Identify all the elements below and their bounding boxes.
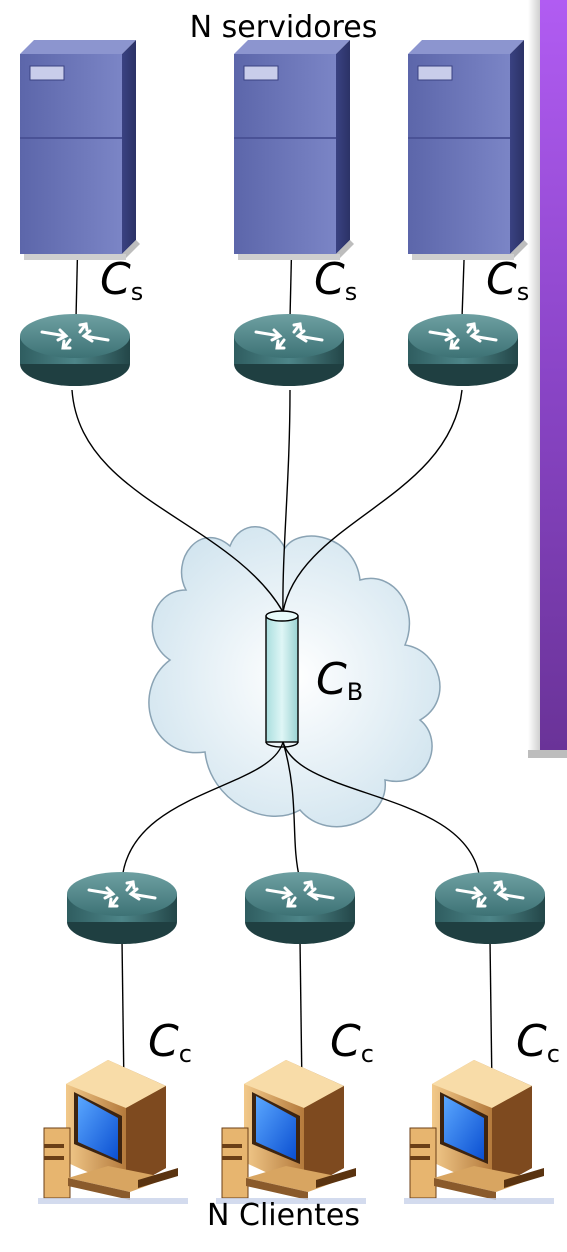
computer-icon — [37, 1059, 189, 1205]
client-link-capacity-label: Cc — [148, 1016, 192, 1068]
client-link-capacity-label: Cc — [330, 1016, 374, 1068]
clients-title: N Clientes — [207, 1198, 360, 1233]
computer-icon — [215, 1059, 367, 1205]
accent-bar — [540, 0, 567, 750]
server-icon — [19, 39, 141, 261]
backbone-capacity-label: CB — [316, 654, 364, 706]
backbone-pipe — [265, 610, 299, 748]
router-icon — [232, 312, 346, 388]
router-backbone-links — [71, 389, 481, 881]
servers-title: N servidores — [189, 10, 378, 45]
router-icon — [433, 870, 547, 946]
computer-icon — [403, 1059, 555, 1205]
router-icon — [65, 870, 179, 946]
slide-edge-shadow — [528, 0, 540, 756]
router-icon — [18, 312, 132, 388]
server-link-capacity-label: Cs — [314, 254, 358, 306]
client-link-capacity-label: Cc — [516, 1016, 560, 1068]
router-icon — [406, 312, 520, 388]
router-icon — [243, 870, 357, 946]
server-icon — [233, 39, 355, 261]
accent-bar-shadow — [528, 750, 567, 758]
router-client-links — [121, 939, 493, 1091]
server-icon — [407, 39, 529, 261]
server-link-capacity-label: Cs — [486, 254, 530, 306]
server-link-capacity-label: Cs — [100, 254, 144, 306]
